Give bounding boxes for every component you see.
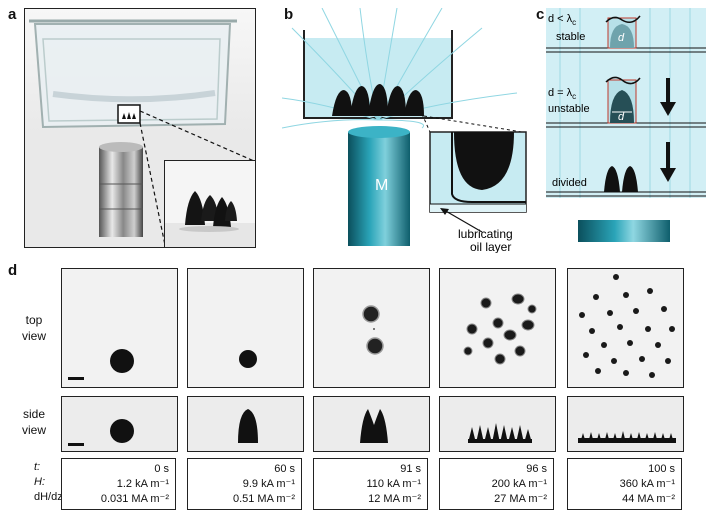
param-labels: t: H: dH/dz: [34, 461, 66, 503]
panel-label-c: c [536, 6, 545, 23]
panel-c-schematic: d d < λc stable d d = λc unstable divide… [546, 8, 706, 242]
panel-a-zoom-inset [164, 160, 256, 248]
oil-label-line1: lubricating [458, 227, 513, 241]
down-arrow-icon [660, 102, 676, 116]
panel-label-a: a [8, 6, 17, 23]
state1-status: stable [556, 31, 585, 43]
side-view-60s [187, 396, 304, 452]
top-view-60s [187, 268, 304, 388]
side-view-0s [61, 396, 178, 452]
down-arrow-icon [660, 168, 676, 182]
top-view-0s [61, 268, 178, 388]
scale-bar [68, 377, 84, 380]
panel-a-photo [24, 8, 256, 248]
panel-label-b: b [284, 6, 294, 23]
oil-label-line2: oil layer [470, 240, 511, 253]
side-view-96s [439, 396, 556, 452]
droplet-spikes-zoom [165, 161, 255, 247]
magnet-label: M [375, 177, 388, 194]
side-view-91s [313, 396, 430, 452]
panel-label-d: d [8, 262, 18, 279]
state2-status: unstable [548, 103, 590, 115]
state2-condition: d = λc [548, 87, 576, 101]
scale-bar [68, 443, 84, 446]
d-symbol-2: d [618, 111, 625, 123]
top-view-100s [567, 268, 684, 388]
top-view-96s [439, 268, 556, 388]
d-symbol-1: d [618, 32, 625, 44]
state1-condition: d < λc [548, 13, 576, 27]
container-magnet-photo [25, 9, 255, 247]
state3-label: divided [552, 177, 587, 189]
panel-b-schematic: M lubricating oil layer [282, 8, 527, 253]
side-view-100s [567, 396, 684, 452]
top-view-91s [313, 268, 430, 388]
